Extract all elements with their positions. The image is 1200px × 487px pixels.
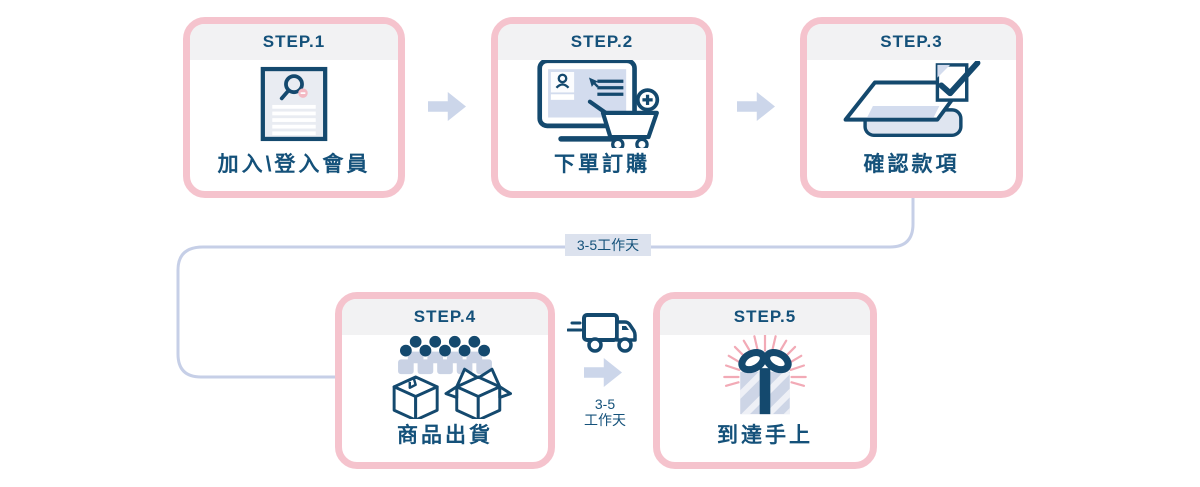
step-3-title: STEP.3 [807, 24, 1016, 60]
step-4-label: 商品出貨 [397, 424, 493, 447]
crowd-packing-boxes-icon [392, 335, 512, 419]
step-4-title: STEP.4 [342, 299, 548, 335]
member-register-document-icon [260, 66, 328, 142]
gift-box-icon [723, 335, 807, 415]
step-2-label: 下單訂購 [554, 153, 650, 176]
step-1-title: STEP.1 [190, 24, 398, 60]
transit-days-line2: 工作天 [584, 412, 626, 428]
step-card-1: STEP.1 加入\登入會員 [183, 17, 405, 198]
step-2-title: STEP.2 [498, 24, 706, 60]
step-5-icon-area [660, 335, 870, 419]
transit-days-line1: 3-5 [594, 396, 616, 412]
step-card-4: STEP.4 [335, 292, 555, 469]
step-4-icon-area [342, 335, 548, 419]
transit-days-text: 3-5 工作天 [571, 396, 639, 428]
step-card-3: STEP.3 確認款項 [800, 17, 1023, 198]
step-card-2: STEP.2 下單訂 [491, 17, 713, 198]
step-5-label: 到達手上 [717, 424, 813, 447]
payment-confirm-envelope-pen-icon [843, 61, 980, 137]
step-1-label: 加入\登入會員 [217, 153, 371, 176]
monitor-shopping-cart-icon [537, 60, 660, 148]
step-1-icon-area [190, 60, 398, 148]
step-2-icon-area [498, 60, 706, 148]
step-5-title: STEP.5 [660, 299, 870, 335]
step-3-label: 確認款項 [863, 153, 960, 176]
step-3-icon-area [807, 60, 1016, 148]
connector-days-label: 3-5工作天 [565, 234, 651, 256]
delivery-truck-icon [567, 313, 637, 353]
step-card-5: STEP.5 [653, 292, 877, 469]
